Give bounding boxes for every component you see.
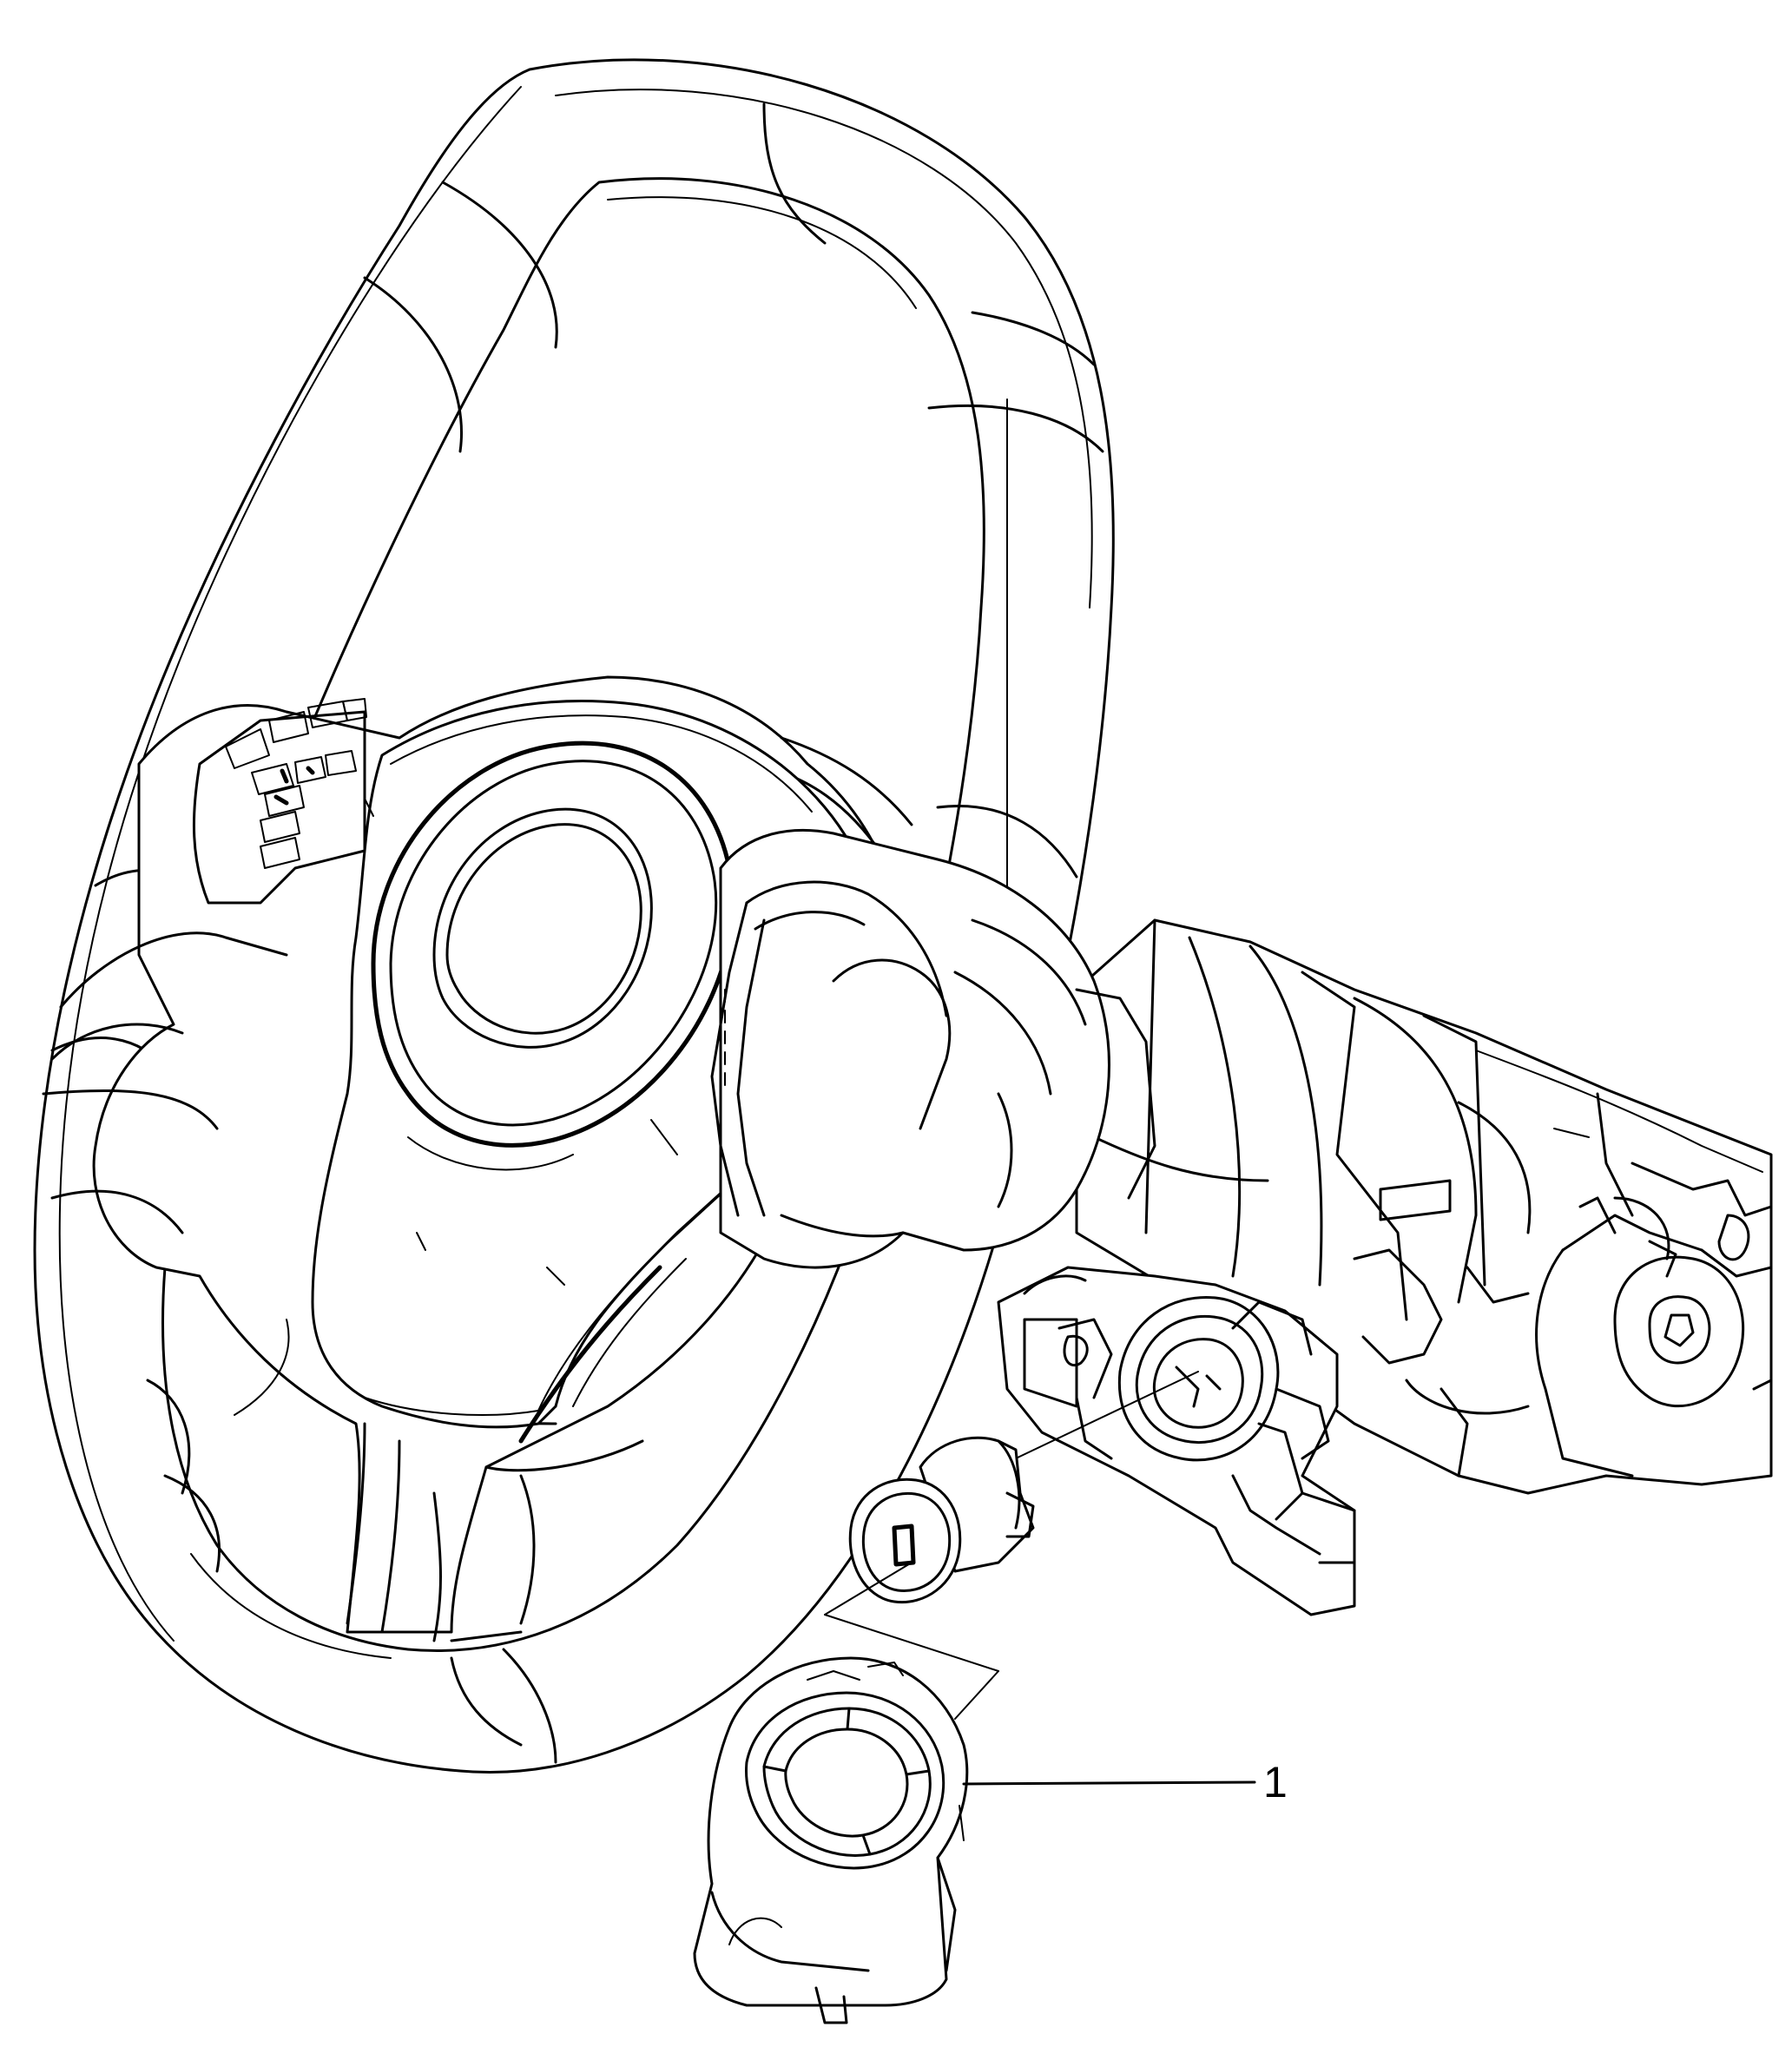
callout-1: 1 — [962, 1758, 1288, 1807]
immobilizer-antenna-module — [693, 1614, 999, 2024]
lock-housing-bracket — [997, 1266, 1356, 1616]
column-shroud — [710, 828, 1156, 1269]
callout-label-1: 1 — [1263, 1758, 1288, 1807]
steering-column-housing — [1075, 918, 1773, 1495]
ignition-lock-cylinder — [824, 1371, 1199, 1616]
